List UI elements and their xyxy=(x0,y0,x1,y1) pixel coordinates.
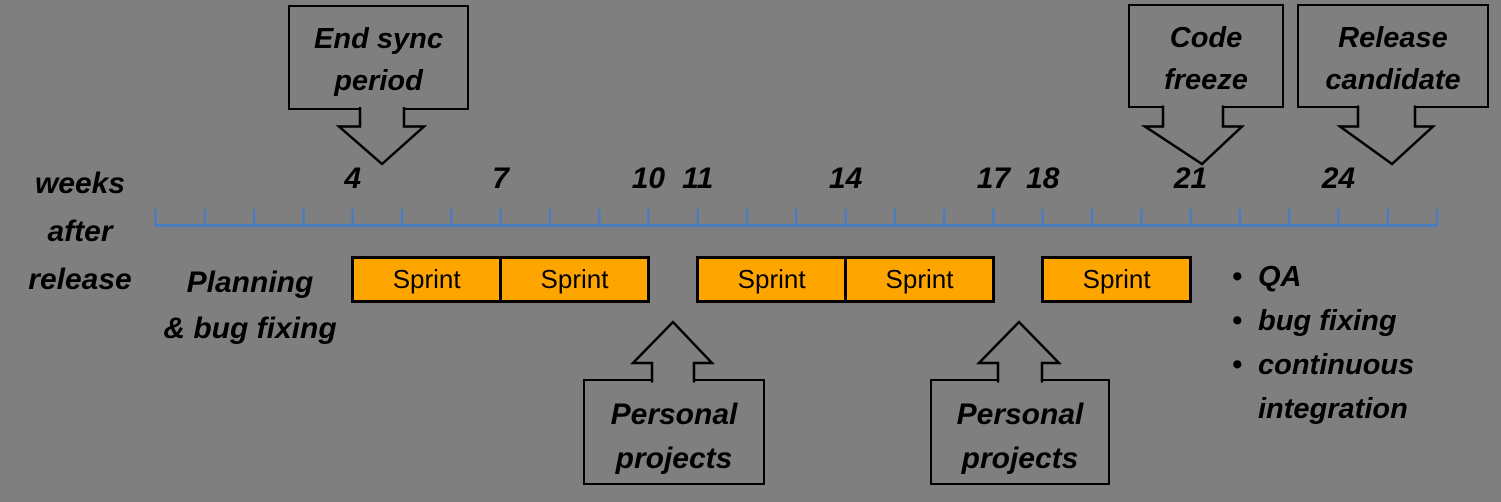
axis-week-label: 14 xyxy=(828,162,863,195)
bullet-item: • continuous integration xyxy=(1222,343,1482,431)
bullet-dot-icon: • xyxy=(1231,261,1243,293)
sprint-label: Sprint xyxy=(737,264,806,294)
bullet-item-text: continuous integration xyxy=(1258,349,1415,425)
axis-week-label: 24 xyxy=(1321,162,1356,195)
up-arrow-icon-personal-projects-2 xyxy=(976,320,1062,383)
bullet-item: • QA xyxy=(1222,255,1482,299)
sprint-box: Sprint xyxy=(351,256,503,303)
text-line: & bug fixing xyxy=(163,312,337,345)
up-arrow-icon-personal-projects-1 xyxy=(630,320,715,383)
down-arrow-icon-code-freeze xyxy=(1140,105,1246,166)
text-line: Release xyxy=(1338,22,1448,54)
text-line: Code xyxy=(1169,22,1243,54)
axis-week-label: 21 xyxy=(1173,162,1208,195)
sprint-label: Sprint xyxy=(392,264,461,294)
callout-personal-projects-1: Personal projects xyxy=(583,379,765,485)
timeline-axis-ticks xyxy=(154,209,1439,226)
axis-week-label: 7 xyxy=(492,162,509,195)
text-line: projects xyxy=(961,442,1079,475)
sprint-box: Sprint xyxy=(844,256,995,303)
axis-week-label: 11 xyxy=(682,162,714,195)
text-line: freeze xyxy=(1164,64,1248,96)
callout-code-freeze: Code freeze xyxy=(1128,4,1284,108)
text-line: release xyxy=(28,263,132,296)
sprint-label: Sprint xyxy=(885,264,954,294)
text-line: after xyxy=(47,215,113,248)
callout-personal-projects-2: Personal projects xyxy=(930,379,1110,485)
axis-week-label: 17 xyxy=(976,162,1011,195)
axis-caption-weeks-after-release: weeks after release xyxy=(5,160,155,304)
callout-release-candidate: Release candidate xyxy=(1297,4,1489,108)
bullet-item-text: QA xyxy=(1258,261,1302,293)
text-line: Personal xyxy=(610,398,738,431)
final-phase-bullet-list: • QA • bug fixing • continuous integration xyxy=(1222,255,1482,431)
bullet-item: • bug fixing xyxy=(1222,299,1482,343)
sprint-box: Sprint xyxy=(696,256,848,303)
text-line: End sync xyxy=(314,23,443,55)
text-line: period xyxy=(334,65,423,97)
axis-week-label: 18 xyxy=(1026,162,1060,195)
sprint-label: Sprint xyxy=(540,264,609,294)
sprint-box: Sprint xyxy=(1041,256,1193,303)
bullet-dot-icon: • xyxy=(1231,305,1243,337)
text-line: projects xyxy=(615,442,733,475)
text-line: Personal xyxy=(956,398,1084,431)
sprint-box: Sprint xyxy=(499,256,650,303)
bullet-item-text: bug fixing xyxy=(1258,305,1397,337)
axis-week-label: 10 xyxy=(631,162,666,195)
text-line: Planning xyxy=(186,266,314,299)
bullet-dot-icon: • xyxy=(1231,349,1243,381)
text-line: weeks xyxy=(34,167,126,200)
text-line: candidate xyxy=(1325,64,1461,96)
down-arrow-icon-end-sync xyxy=(335,107,428,166)
phase-label-planning-bug-fixing: Planning & bug fixing xyxy=(125,260,375,352)
callout-end-sync-period: End sync period xyxy=(288,5,469,110)
axis-week-label: 4 xyxy=(344,162,362,195)
sprint-label: Sprint xyxy=(1082,264,1151,294)
down-arrow-icon-release-candidate xyxy=(1336,105,1437,166)
